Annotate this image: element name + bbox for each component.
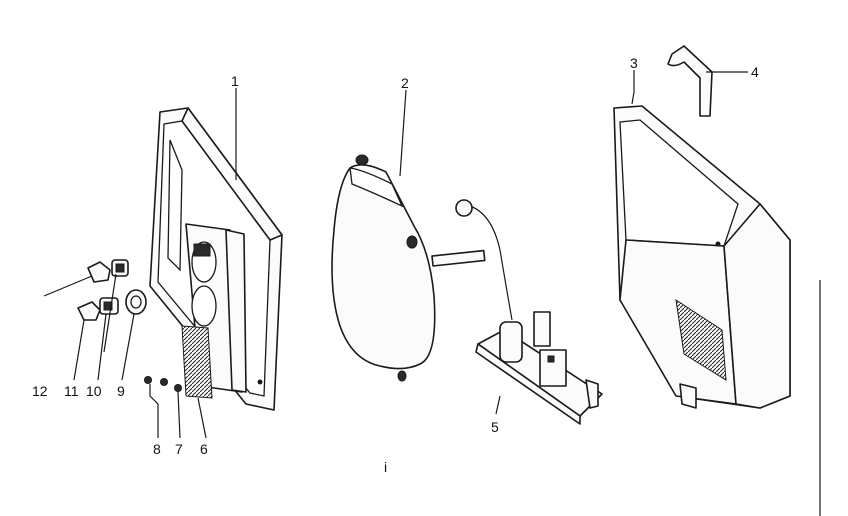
knob-12 (87, 261, 111, 283)
screw-8 (144, 376, 168, 386)
callout-1: 1 (231, 73, 239, 89)
part-5-circuit-board (475, 311, 603, 425)
part-2-picture-tube (331, 154, 486, 382)
knob-10 (111, 259, 129, 277)
stray-mark: i (384, 459, 387, 475)
knob-10b (99, 297, 119, 315)
knob-11 (77, 301, 101, 321)
callout-4: 4 (751, 64, 759, 80)
callout-9: 9 (117, 383, 125, 399)
leader-lines (43, 70, 821, 516)
callout-8: 8 (153, 441, 161, 457)
screw-7 (174, 384, 182, 392)
part-3-rear-cabinet (613, 105, 791, 409)
callout-2: 2 (401, 75, 409, 91)
callout-12: 12 (32, 383, 48, 399)
callout-11: 11 (64, 383, 79, 399)
knob-9 (125, 289, 147, 315)
callout-labels: 1 2 3 4 5 6 7 8 9 10 11 12 i (32, 55, 759, 475)
callout-7: 7 (175, 441, 183, 457)
callout-10: 10 (86, 383, 102, 399)
part-6-speaker-grille (181, 325, 213, 399)
callout-5: 5 (491, 419, 499, 435)
part-4-bracket (667, 45, 713, 117)
callout-6: 6 (200, 441, 208, 457)
anode-cable (455, 199, 513, 321)
part-1-front-bezel (149, 107, 283, 411)
callout-3: 3 (630, 55, 638, 71)
